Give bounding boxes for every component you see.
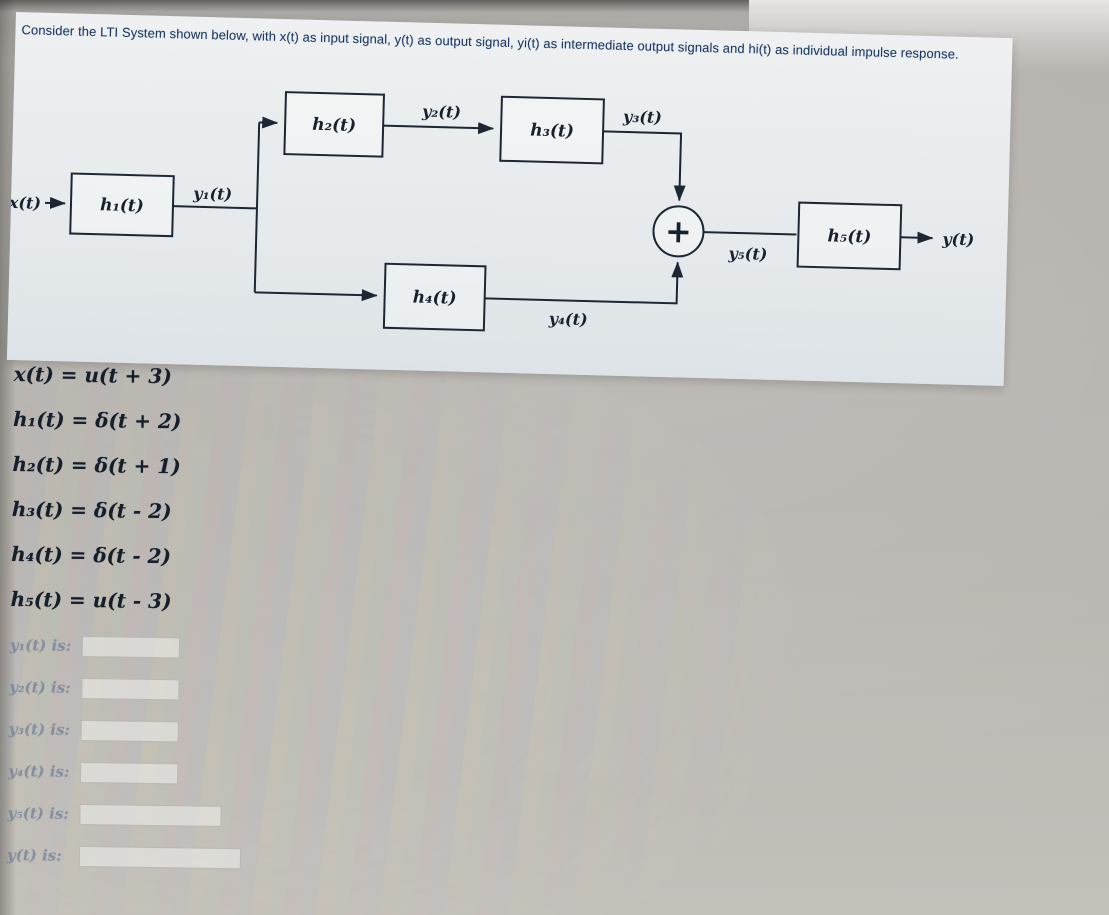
connector-to-h4: [254, 289, 378, 302]
answer-label-y: y(t) is:: [6, 845, 62, 865]
signal-y4-label: y₄(t): [547, 309, 587, 329]
answer-input-y2[interactable]: [81, 677, 180, 700]
answer-row-y4: y₄(t) is:: [8, 750, 243, 795]
equation-h2: h₂(t) = δ(t + 1): [12, 451, 181, 479]
plus-icon: +: [665, 212, 693, 251]
answer-row-y1: y₁(t) is:: [10, 624, 245, 669]
answer-label-y5: y₅(t) is:: [7, 803, 69, 823]
answer-label-y4: y₄(t) is:: [8, 761, 70, 781]
connector-h3-summer: [603, 130, 686, 202]
lower-section: x(t) = u(t + 3) h₁(t) = δ(t + 2) h₂(t) =…: [7, 352, 248, 879]
answer-input-y3[interactable]: [80, 719, 179, 742]
connector-h4-summer: [484, 261, 684, 305]
photo-top-edge: [0, 0, 1109, 12]
equation-h1: h₁(t) = δ(t + 2): [12, 406, 182, 434]
answer-input-y4[interactable]: [79, 761, 179, 784]
answers-section: y₁(t) is: y₂(t) is: y₃(t) is: y₄(t) is: …: [7, 624, 244, 879]
signal-y2-label: y₂(t): [421, 102, 461, 122]
input-signal-label: x(t): [8, 193, 42, 213]
signal-y5-label: y₅(t): [727, 244, 767, 264]
block-h3-label: h₃(t): [530, 121, 574, 142]
answer-input-y[interactable]: [78, 845, 242, 869]
answer-label-y3: y₃(t) is:: [8, 719, 71, 739]
answer-label-y1: y₁(t) is:: [9, 635, 72, 655]
block-h4-label: h₄(t): [413, 287, 457, 308]
block-h1-label: h₁(t): [100, 195, 144, 216]
answer-row-y: y(t) is:: [7, 834, 242, 879]
equation-h3: h₃(t) = δ(t - 2): [11, 496, 172, 524]
answer-input-y5[interactable]: [79, 803, 222, 827]
equation-h4: h₄(t) = δ(t - 2): [11, 541, 172, 569]
answer-row-y2: y₂(t) is:: [9, 666, 244, 711]
connector-output: [900, 231, 934, 244]
signal-y1-label: y₁(t): [192, 184, 232, 204]
equation-h5: h₅(t) = u(t - 3): [10, 586, 172, 614]
connector-summer-h5: [703, 231, 797, 236]
equation-x: x(t) = u(t + 3): [13, 361, 172, 389]
question-text: Consider the LTI System shown below, wit…: [21, 22, 959, 62]
question-panel: Consider the LTI System shown below, wit…: [6, 12, 1013, 386]
connector-h1-out: [172, 205, 257, 210]
output-signal-label: y(t): [941, 229, 974, 249]
connector-branch: [253, 122, 261, 293]
lti-block-diagram: x(t) h₁(t) y₁(t) h₂(t) y₂(t) h₃(t) y₃(t)…: [8, 91, 974, 332]
answer-label-y2: y₂(t) is:: [9, 677, 71, 697]
equations-block: x(t) = u(t + 3) h₁(t) = δ(t + 2) h₂(t) =…: [10, 352, 248, 625]
connector-input: [44, 196, 67, 209]
answer-input-y1[interactable]: [81, 635, 181, 658]
block-h2-label: h₂(t): [312, 115, 356, 136]
block-h5-label: h₅(t): [827, 226, 871, 247]
answer-row-y5: y₅(t) is:: [7, 792, 242, 837]
signal-y3-label: y₃(t): [622, 107, 662, 127]
connector-h2-h3: [383, 122, 495, 135]
answer-row-y3: y₃(t) is:: [8, 708, 243, 753]
